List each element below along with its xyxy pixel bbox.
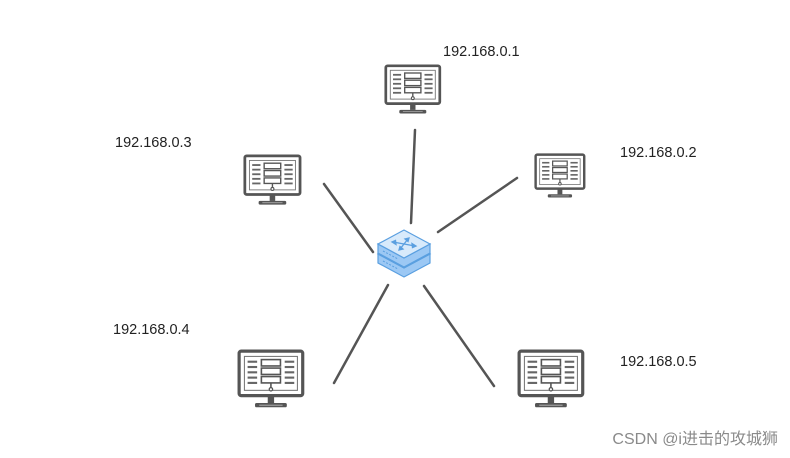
link-host-3 [322, 182, 375, 254]
ip-label-host-5: 192.168.0.5 [620, 354, 697, 370]
computer-icon [384, 64, 442, 115]
ip-label-host-2: 192.168.0.2 [620, 145, 697, 161]
connection-lines [322, 128, 519, 388]
ip-label-host-1: 192.168.0.1 [443, 44, 520, 60]
computer-icon [237, 349, 305, 409]
link-host-4 [332, 283, 390, 385]
ip-label-host-3: 192.168.0.3 [115, 135, 192, 151]
csdn-watermark: CSDN @i进击的攻城狮 [612, 431, 778, 448]
host-4 [237, 349, 305, 409]
network-switch-icon [376, 229, 432, 278]
link-host-2 [436, 176, 519, 234]
host-2 [534, 153, 586, 199]
link-host-1 [409, 128, 417, 225]
host-3 [243, 154, 302, 206]
computer-icon [243, 154, 302, 206]
ip-label-host-4: 192.168.0.4 [113, 322, 190, 338]
host-5 [517, 349, 585, 409]
host-1 [384, 64, 442, 115]
link-host-5 [422, 284, 496, 388]
computer-icon [517, 349, 585, 409]
computer-icon [534, 153, 586, 199]
